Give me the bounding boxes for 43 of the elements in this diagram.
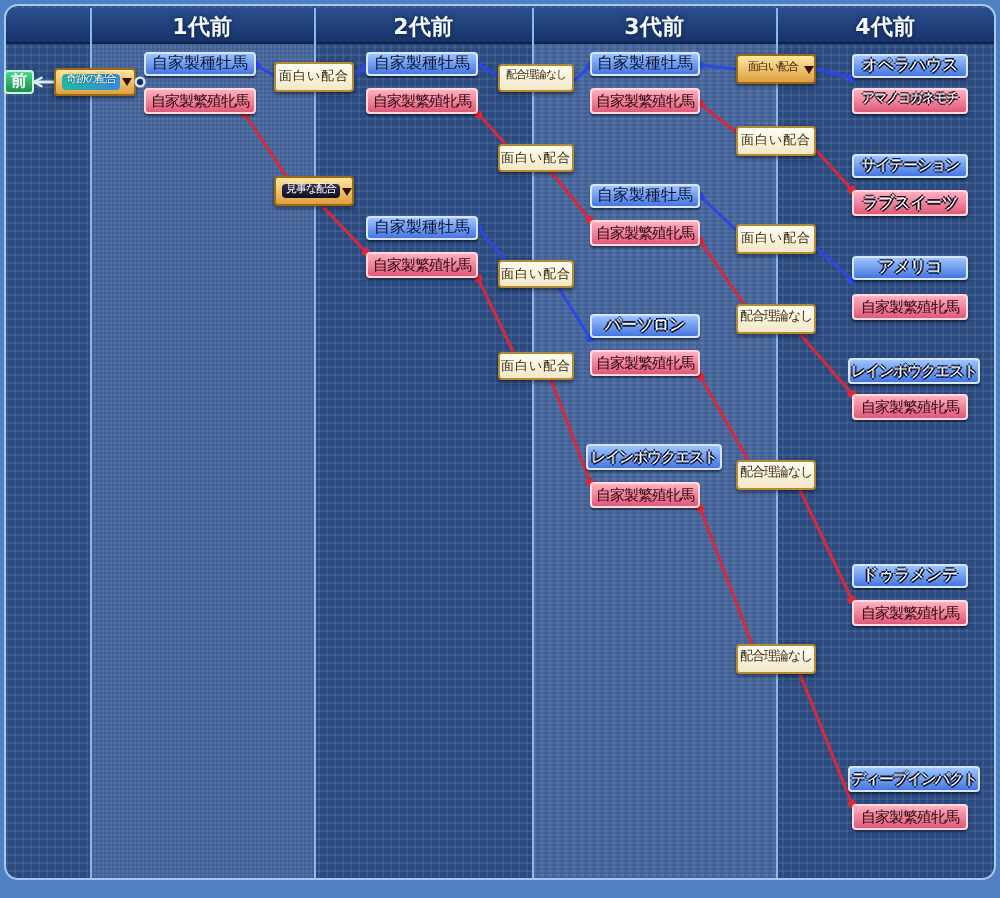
connector-line [695, 236, 746, 305]
stallion-box: 自家製種牡馬 [366, 216, 478, 240]
mare-box: ラブスイーツ [852, 190, 968, 216]
stallion-box: ドゥラメンテ [852, 564, 968, 588]
connector-line [473, 109, 507, 145]
stallion-box: アメリコ [852, 256, 968, 280]
connector-line [695, 191, 738, 232]
column-heading: 1代前 [170, 11, 234, 42]
connector-line [353, 62, 371, 77]
stallion-box: 自家製種牡馬 [144, 52, 256, 76]
connector-line [695, 60, 737, 71]
connector-line [798, 489, 857, 605]
column-heading: 3代前 [622, 11, 686, 42]
stallion-box: パーソロン [590, 314, 700, 338]
connector-line [695, 99, 737, 134]
connector-line [32, 76, 54, 88]
connector-line [695, 371, 750, 461]
horse-tab: 前 [4, 70, 34, 94]
stallion-box: 自家製種牡馬 [590, 52, 700, 76]
connector-line [473, 60, 499, 77]
breeding-box [54, 68, 136, 96]
connector-line [240, 109, 288, 177]
connector-line [550, 171, 595, 225]
column-heading: 2代前 [391, 11, 455, 42]
connector-line [320, 204, 371, 257]
breeding-box [274, 176, 354, 206]
connector-line [251, 60, 275, 77]
connector-line [549, 379, 595, 487]
connector-line [815, 67, 857, 83]
breeding-box [736, 54, 816, 84]
connector-line [473, 273, 515, 353]
connector-line [557, 287, 595, 343]
column-heading: 4代前 [853, 11, 917, 42]
stallion-box: 自家製種牡馬 [590, 184, 700, 208]
connector-line [814, 149, 857, 195]
connector-line [815, 246, 857, 285]
connector-line [695, 503, 754, 645]
stallion-box: 自家製種牡馬 [366, 52, 478, 76]
connector-line [798, 333, 857, 399]
stallion-box: オペラハウス [852, 54, 968, 78]
connector-line [573, 62, 595, 82]
connector-line [473, 223, 507, 261]
connector-line [798, 673, 857, 809]
